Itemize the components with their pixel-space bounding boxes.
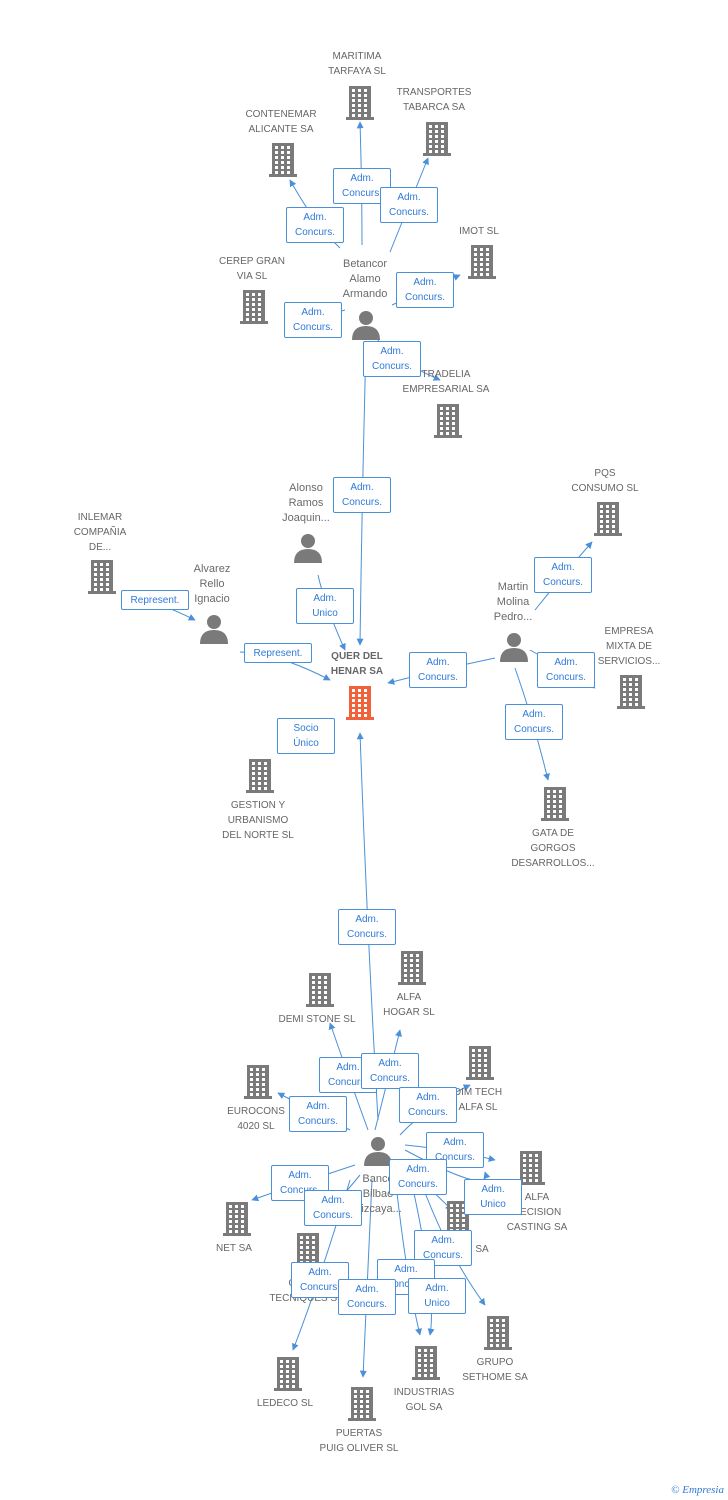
edge-label-banco-obras[interactable]: Adm. Concurs. [304,1190,362,1226]
building-icon-center[interactable] [346,686,374,720]
building-icon-puertas[interactable] [348,1387,376,1421]
edge-label-betancor-transportes[interactable]: Adm. Concurs. [380,187,438,223]
node-label-eurocons: EUROCONS 4020 SL [227,1106,285,1132]
person-icon-alonso[interactable] [294,534,322,563]
node-label-inlemar: INLEMAR COMPAÑIA DE... [73,512,127,553]
building-icon-industrias[interactable] [412,1346,440,1380]
edge-label-martin-pqs[interactable]: Adm. Concurs. [534,557,592,593]
edge-label-betancor-center[interactable]: Adm. Concurs. [333,477,391,513]
node-label-cerep: CEREP GRAN VIA SL [219,256,285,282]
node-label-banco: Banco Bilbao Vizcaya... [354,1173,402,1215]
node-label-alonso: Alonso Ramos Joaquin... [282,482,330,524]
node-label-net: NET SA [216,1243,252,1254]
edge-label-betancor-contenemar[interactable]: Adm. Concurs. [286,207,344,243]
building-icon-empresa[interactable] [617,675,645,709]
building-icon-dimtech[interactable] [466,1046,494,1080]
person-icon-alvarez[interactable] [200,615,228,644]
edge-label-martin-empresa[interactable]: Adm. Concurs. [537,652,595,688]
edge-label-banco-industrias[interactable]: Adm. Unico [408,1278,466,1314]
node-label-pqs: PQS CONSUMO SL [571,468,639,494]
node-label-empresa: EMPRESA MIXTA DE SERVICIOS... [597,626,661,667]
copyright-symbol: © [671,1484,680,1496]
node-label-demi: DEMI STONE SL [278,1014,356,1025]
node-label-dimtech: DIM TECH ALFA SL [453,1087,503,1113]
edge-label-banco-xsa[interactable]: Adm. Concurs. [389,1159,447,1195]
edge-label-banco-dimtech[interactable]: Adm. Concurs. [399,1087,457,1123]
edge-label-gestion-center[interactable]: Socio Único [277,718,335,754]
node-label-alfahogar: ALFA HOGAR SL [383,992,435,1018]
edge-label-betancor-cerep[interactable]: Adm. Concurs. [284,302,342,338]
node-label-maritima: MARITIMA TARFAYA SL [328,51,386,77]
building-icon-eurocons[interactable] [244,1065,272,1099]
brand-name: Empresia [682,1484,724,1496]
node-label-gestion: GESTION Y URBANISMO DEL NORTE SL [222,800,294,841]
building-icon-gestion[interactable] [246,759,274,793]
person-icon-martin[interactable] [500,633,528,662]
edge-label-banco-puertas[interactable]: Adm. Concurs. [338,1279,396,1315]
edge-label-banco-eurocons[interactable]: Adm. Concurs. [289,1096,347,1132]
building-icon-net[interactable] [223,1202,251,1236]
building-icon-tradelia[interactable] [434,404,462,438]
building-icon-alfadecision[interactable] [517,1151,545,1185]
node-label-tradelia: TRADELIA EMPRESARIAL SA [402,369,490,395]
node-label-gata: GATA DE GORGOS DESARROLLOS... [511,828,595,869]
building-icon-imot[interactable] [468,245,496,279]
edge-label-betancor-imot[interactable]: Adm. Concurs. [396,272,454,308]
node-label-alfadecision: ALFA DECISION CASTING SA [506,1192,568,1233]
building-icon-transportes[interactable] [423,122,451,156]
node-label-imot: IMOT SL [459,226,499,237]
person-icon-betancor[interactable] [352,311,380,340]
building-icon-demi[interactable] [306,973,334,1007]
building-icon-grupo[interactable] [484,1316,512,1350]
node-label-puertas: PUERTAS PUIG OLIVER SL [319,1428,399,1454]
node-label-contenemar: CONTENEMAR ALICANTE SA [245,109,317,135]
edge-label-banco-center[interactable]: Adm. Concurs. [338,909,396,945]
node-label-martin: Martin Molina Pedro... [493,581,533,623]
edge-label-martin-gata[interactable]: Adm. Concurs. [505,704,563,740]
edge-label-inlemar-alvarez[interactable]: Represent. [121,590,189,610]
building-icon-alfahogar[interactable] [398,951,426,985]
building-icon-cerep[interactable] [240,290,268,324]
node-label-ledeco: LEDECO SL [256,1398,314,1409]
edge-label-martin-center[interactable]: Adm. Concurs. [409,652,467,688]
node-label-xsa: SA [475,1244,489,1255]
node-label-alvarez: Alvarez Rello Ignacio [193,563,231,605]
edge-label-alonso-center[interactable]: Adm. Unico [296,588,354,624]
building-icon-maritima[interactable] [346,86,374,120]
brand-watermark: © Empresia [671,1484,724,1496]
edge-label-alvarez-center[interactable]: Represent. [244,643,312,663]
node-label-center: QUER DEL HENAR SA [330,651,384,677]
node-label-grupo: GRUPO SETHOME SA [462,1357,528,1383]
building-icon-ledeco[interactable] [274,1357,302,1391]
edge-label-betancor-tradelia[interactable]: Adm. Concurs. [363,341,421,377]
building-icon-inlemar[interactable] [88,560,116,594]
building-icon-gata[interactable] [541,787,569,821]
building-icon-pqs[interactable] [594,502,622,536]
person-icon-banco[interactable] [364,1137,392,1166]
edge-label-banco-alfadecision[interactable]: Adm. Unico [464,1179,522,1215]
building-icon-contenemar[interactable] [269,143,297,177]
node-label-transportes: TRANSPORTES TABARCA SA [396,87,472,113]
edge-label-banco-alfahogar[interactable]: Adm. Concurs. [361,1053,419,1089]
node-label-industrias: INDUSTRIAS GOL SA [393,1387,455,1413]
node-label-betancor: Betancor Alamo Armando [342,258,388,300]
